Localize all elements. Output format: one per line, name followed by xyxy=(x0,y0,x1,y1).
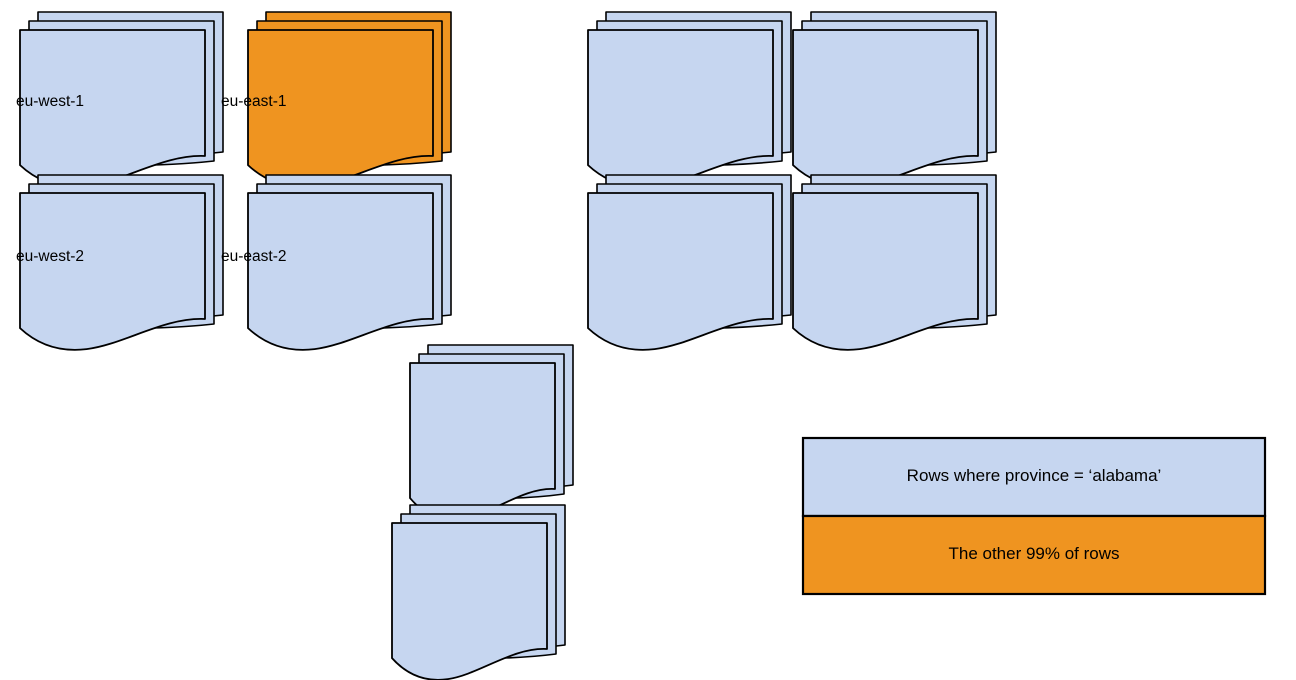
legend-row-other xyxy=(801,514,1267,596)
legend-row-alabama-text: Rows where province = ‘alabama’ xyxy=(906,466,1162,485)
region-stack-ap-east-2[interactable] xyxy=(391,504,566,680)
stack-sheet-front xyxy=(247,192,434,351)
legend-layer xyxy=(801,436,1267,596)
region-stack-us-west-1[interactable] xyxy=(19,11,224,188)
region-stack-ap-east-1[interactable] xyxy=(409,344,574,521)
stack-sheet-front xyxy=(587,192,774,351)
region-stack-us-east-2[interactable] xyxy=(247,174,452,351)
region-stack-us-west-2[interactable] xyxy=(19,174,224,351)
region-stack-eu-west-1[interactable] xyxy=(587,11,792,188)
region-stack-us-east-1[interactable] xyxy=(247,11,452,188)
region-stack-eu-east-2[interactable] xyxy=(792,174,997,351)
stack-sheet-front xyxy=(19,192,206,351)
legend-row-other-text: The other 99% of rows xyxy=(948,544,1120,563)
region-stack-eu-west-2[interactable] xyxy=(587,174,792,351)
stack-sheet-front xyxy=(792,192,979,351)
region-stack-eu-east-1[interactable] xyxy=(792,11,997,188)
stacks-layer xyxy=(19,11,997,680)
stack-sheet-front xyxy=(391,522,548,680)
